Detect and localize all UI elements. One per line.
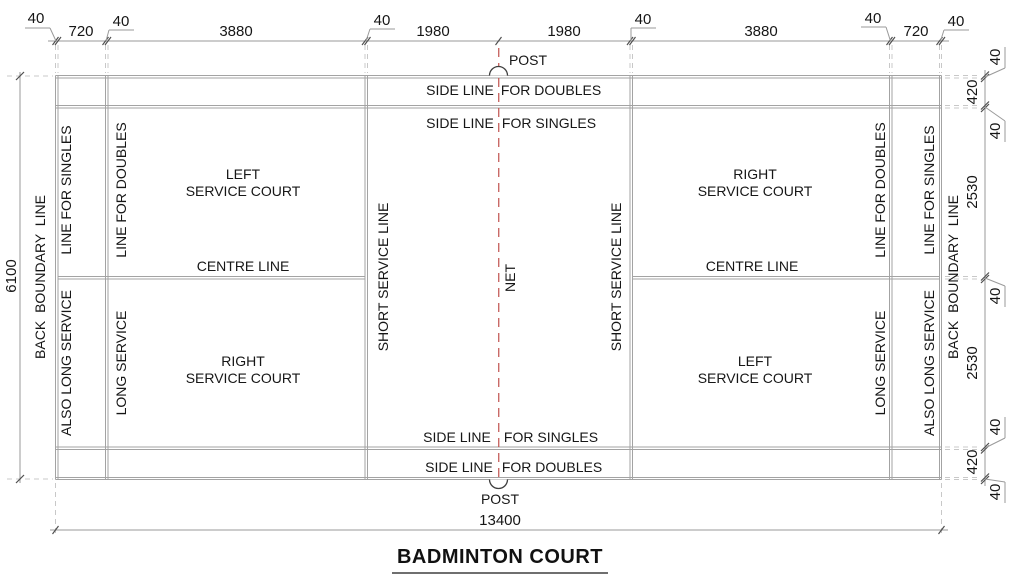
service-court-word: SERVICE COURT bbox=[697, 183, 813, 199]
label-post-bottom: POST bbox=[480, 491, 520, 507]
label-back-boundary-right: BACK BOUNDARY LINE bbox=[945, 195, 961, 359]
label-long-service-right: LONG SERVICE bbox=[872, 310, 888, 416]
dim-right-40-b: 40 bbox=[987, 122, 1004, 140]
dim-top-40-f: 40 bbox=[947, 13, 965, 30]
label-left-service-court-bottomright: LEFT SERVICE COURT bbox=[698, 353, 813, 387]
label-line-for-doubles-right: LINE FOR DOUBLES bbox=[872, 122, 888, 258]
label-line-for-singles-left: LINE FOR SINGLES bbox=[58, 125, 74, 255]
label-sideline-singles-top-right: FOR SINGLES bbox=[501, 115, 597, 131]
dim-right-420-a: 420 bbox=[964, 79, 981, 105]
label-also-long-service-left: ALSO LONG SERVICE bbox=[58, 289, 74, 437]
dim-height-total: 6100 bbox=[3, 259, 20, 293]
dim-top-40-a: 40 bbox=[27, 10, 45, 27]
drawing-title: BADMINTON COURT bbox=[391, 546, 609, 574]
leader-lines bbox=[25, 26, 1006, 503]
dim-top-720-a: 720 bbox=[68, 23, 94, 40]
service-court-word: SERVICE COURT bbox=[185, 370, 301, 386]
dim-top-40-c: 40 bbox=[373, 12, 391, 29]
service-court-word: RIGHT bbox=[733, 166, 777, 182]
label-short-service-line-right: SHORT SERVICE LINE bbox=[608, 202, 624, 352]
dim-width-total: 13400 bbox=[479, 512, 521, 529]
service-court-word: SERVICE COURT bbox=[185, 183, 301, 199]
label-back-boundary-left: BACK BOUNDARY LINE bbox=[32, 195, 48, 359]
dim-right-40-a: 40 bbox=[987, 48, 1004, 66]
dim-right-40-c: 40 bbox=[987, 287, 1004, 305]
tick-marks bbox=[15, 36, 990, 535]
dim-top-1980-b: 1980 bbox=[547, 23, 581, 40]
label-sideline-doubles-top-left: SIDE LINE bbox=[426, 82, 494, 98]
service-court-word: SERVICE COURT bbox=[697, 370, 813, 386]
dim-top-40-d: 40 bbox=[634, 11, 652, 28]
label-right-service-court-bottomleft: RIGHT SERVICE COURT bbox=[186, 353, 301, 387]
dim-right-2530-b: 2530 bbox=[964, 346, 981, 380]
dim-top-40-e: 40 bbox=[864, 10, 882, 27]
label-right-service-court-topright: RIGHT SERVICE COURT bbox=[698, 166, 813, 200]
extension-lines bbox=[7, 45, 981, 534]
post-bottom-icon bbox=[488, 479, 509, 490]
dim-top-40-b: 40 bbox=[112, 13, 130, 30]
service-court-word: LEFT bbox=[737, 353, 773, 369]
dim-right-420-b: 420 bbox=[964, 449, 981, 475]
dim-top-1980-a: 1980 bbox=[416, 23, 450, 40]
label-left-service-court-topleft: LEFT SERVICE COURT bbox=[186, 166, 301, 200]
dim-top-3880-b: 3880 bbox=[744, 23, 778, 40]
label-sideline-doubles-bottom-right: FOR DOUBLES bbox=[501, 459, 603, 475]
label-short-service-line-left: SHORT SERVICE LINE bbox=[375, 202, 391, 352]
label-centre-line-left: CENTRE LINE bbox=[196, 258, 290, 274]
label-sideline-doubles-bottom-left: SIDE LINE bbox=[425, 459, 493, 475]
label-net: NET bbox=[502, 264, 518, 292]
post-symbols bbox=[488, 65, 509, 490]
label-sideline-doubles-top-right: FOR DOUBLES bbox=[500, 82, 602, 98]
service-court-word: RIGHT bbox=[221, 353, 265, 369]
dim-right-2530-a: 2530 bbox=[964, 175, 981, 209]
service-court-word: LEFT bbox=[225, 166, 261, 182]
label-long-service-left: LONG SERVICE bbox=[113, 310, 129, 416]
label-line-for-doubles-left: LINE FOR DOUBLES bbox=[113, 122, 129, 258]
label-sideline-singles-bottom-left: SIDE LINE bbox=[423, 429, 491, 445]
dim-top-720-b: 720 bbox=[903, 23, 929, 40]
label-sideline-singles-top-left: SIDE LINE bbox=[426, 115, 494, 131]
dim-top-3880-a: 3880 bbox=[219, 23, 253, 40]
label-also-long-service-right: ALSO LONG SERVICE bbox=[921, 289, 937, 437]
label-post-top: POST bbox=[508, 52, 548, 68]
post-top-icon bbox=[488, 65, 509, 76]
dim-right-40-e: 40 bbox=[987, 483, 1004, 501]
label-centre-line-right: CENTRE LINE bbox=[705, 258, 799, 274]
dim-right-40-d: 40 bbox=[987, 418, 1004, 436]
label-line-for-singles-right: LINE FOR SINGLES bbox=[921, 125, 937, 255]
label-sideline-singles-bottom-right: FOR SINGLES bbox=[503, 429, 599, 445]
